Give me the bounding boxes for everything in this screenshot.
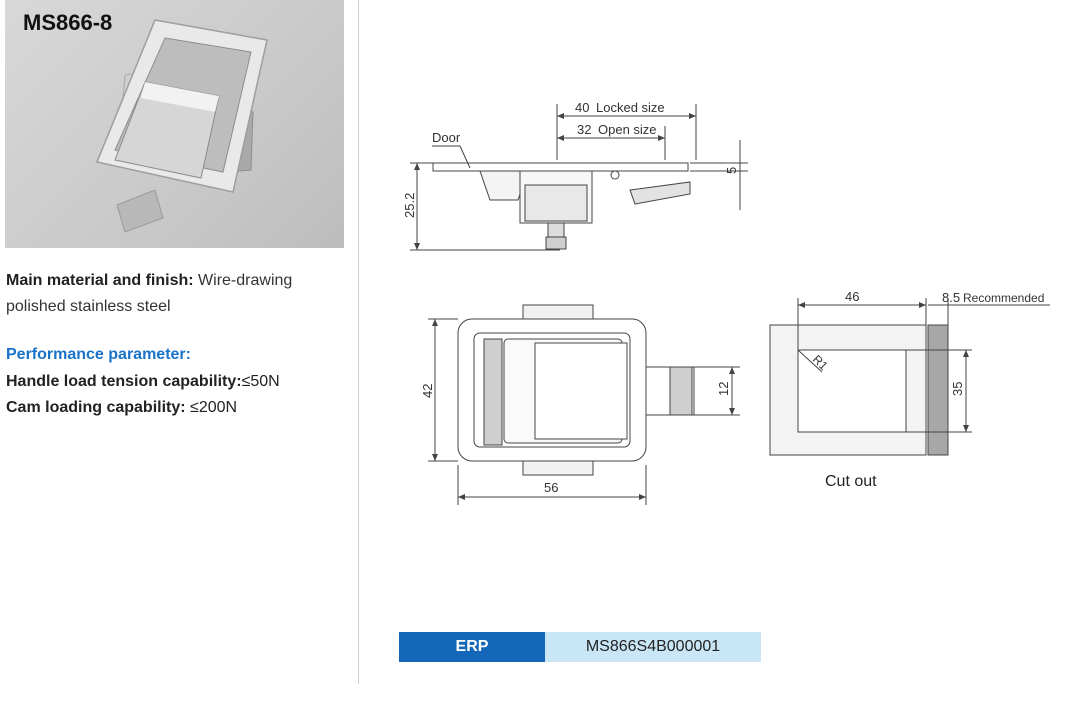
cutout-width-value: 46 [845, 289, 859, 304]
open-size-value: 32 [577, 122, 591, 137]
recommended-value: 8.5 [942, 290, 960, 305]
technical-drawing: 40 Locked size 32 Open size Door 25.2 5 … [402, 100, 1050, 505]
erp-label: ERP [399, 632, 545, 662]
front-width-value: 56 [544, 480, 558, 495]
material-value: Wire-drawing polished stainless steel [6, 272, 293, 315]
spec-label: Cam loading capability: [6, 399, 186, 416]
thickness-value: 5 [724, 167, 739, 174]
material-label: Main material and finish: [6, 272, 194, 289]
cutout-caption: Cut out [825, 473, 877, 490]
performance-heading: Performance parameter: [6, 346, 191, 363]
spec-label: Handle load tension capability: [6, 373, 242, 390]
spec-value: ≤200N [190, 399, 238, 416]
open-size-label: Open size [598, 122, 657, 137]
erp-code-bar: ERP MS866S4B000001 [399, 632, 761, 662]
locked-size-value: 40 [575, 100, 589, 115]
spec-cam-loading: Cam loading capability: ≤200N [6, 399, 237, 417]
locked-size-label: Locked size [596, 100, 665, 115]
recommended-label: Recommended [963, 291, 1044, 305]
product-photo: MS866-8 [5, 0, 344, 248]
product-model-title: MS866-8 [23, 10, 113, 35]
height-total-value: 25.2 [402, 193, 417, 218]
erp-code: MS866S4B000001 [545, 632, 761, 662]
cam-width-value: 12 [716, 382, 731, 396]
cutout-height-value: 35 [950, 382, 965, 396]
latch-photo-illustration [95, 19, 268, 233]
material-description: Main material and finish: Wire-drawing p… [6, 268, 346, 320]
front-height-value: 42 [420, 384, 435, 398]
column-divider [358, 0, 359, 684]
product-info-column: MS866-8 Main material and finish: Wire-d… [0, 0, 358, 709]
door-label: Door [432, 130, 461, 145]
spec-handle-load: Handle load tension capability:≤50N [6, 373, 280, 391]
spec-value: ≤50N [241, 373, 280, 390]
